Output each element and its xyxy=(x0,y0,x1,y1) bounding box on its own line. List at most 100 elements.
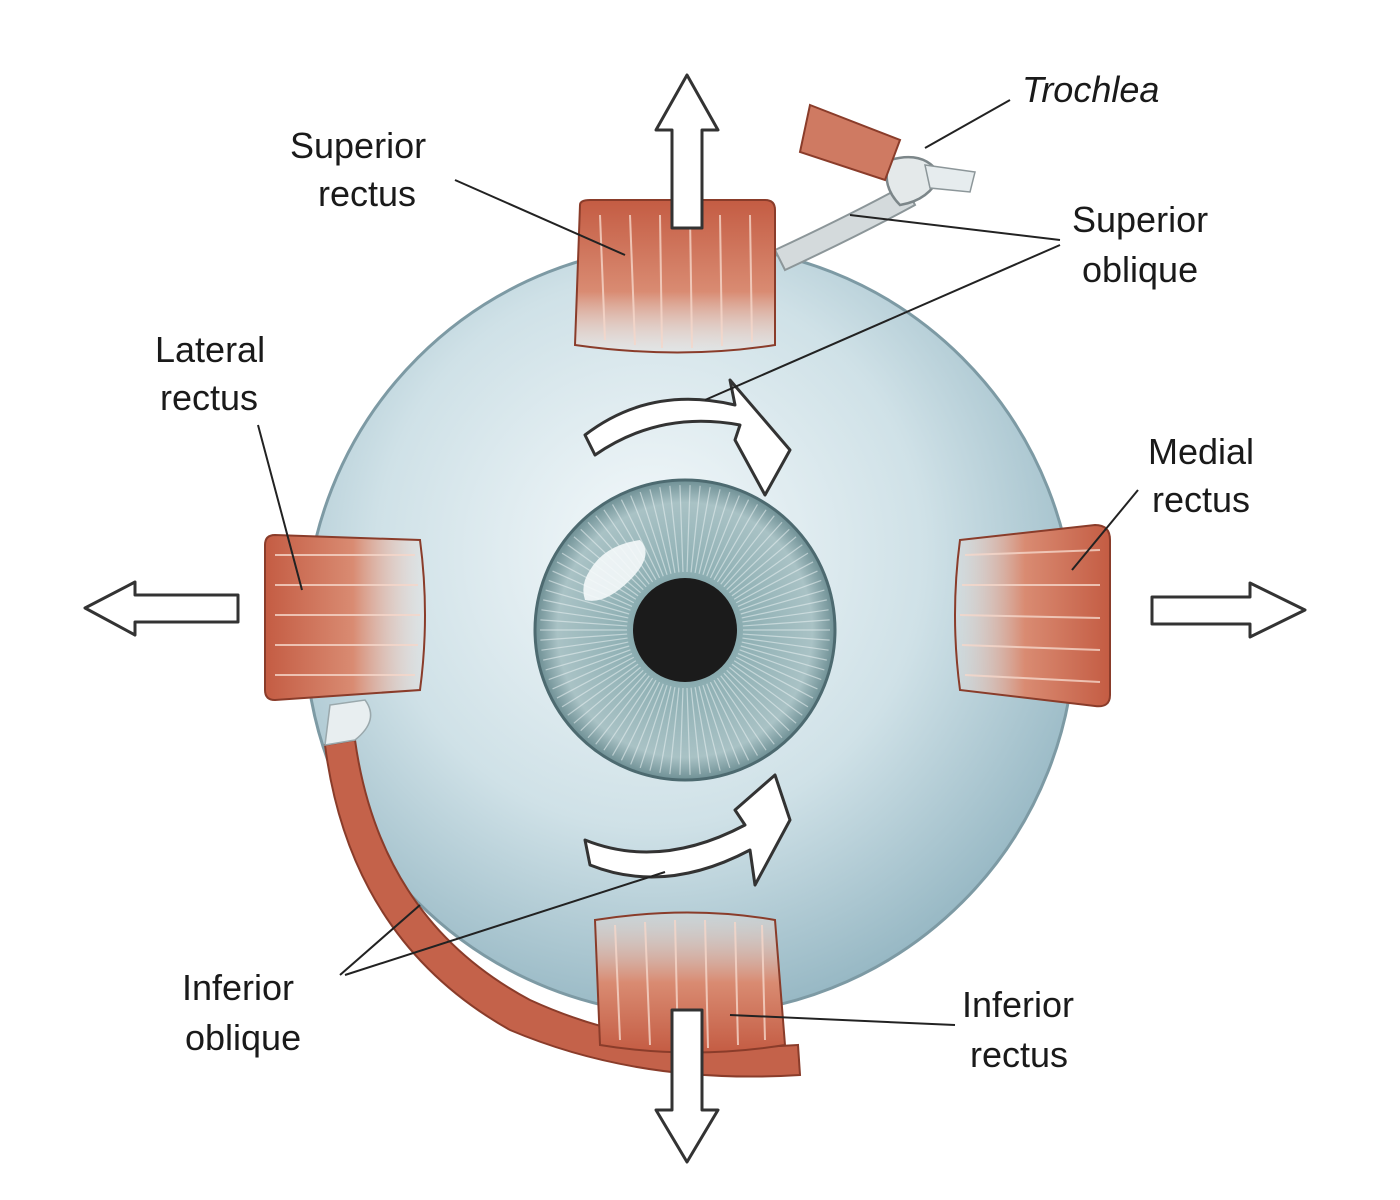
label-trochlea: Trochlea xyxy=(1022,69,1159,110)
iris-ray xyxy=(686,687,691,775)
iris-ray xyxy=(729,536,797,594)
iris-ray xyxy=(741,599,827,619)
iris-ray xyxy=(543,599,629,619)
iris-ray xyxy=(731,544,803,597)
iris-ray xyxy=(639,684,668,769)
iris-ray xyxy=(741,641,827,661)
iris-ray xyxy=(720,515,775,585)
label-superior-oblique-line2: oblique xyxy=(1082,249,1198,290)
inferior-oblique-rotation-arrow xyxy=(583,773,792,887)
iris-ray xyxy=(742,637,829,651)
trochlea-ligament xyxy=(924,164,976,193)
iris-ray xyxy=(595,675,650,745)
left-arrow xyxy=(83,580,240,637)
leader-trochlea xyxy=(924,99,1011,149)
iris-ray xyxy=(713,504,759,581)
iris-ray xyxy=(720,675,775,745)
label-inferior-rectus-line2: rectus xyxy=(970,1034,1068,1075)
iris-ray xyxy=(690,687,701,775)
iris-ray xyxy=(702,491,731,576)
leader-inferior-rectus xyxy=(729,1014,956,1026)
up-arrow xyxy=(654,73,720,230)
iris-ray xyxy=(739,579,822,611)
iris-ray xyxy=(739,649,822,681)
iris-ray xyxy=(545,645,630,671)
iris-ray xyxy=(552,653,633,690)
iris-ray xyxy=(620,499,661,579)
iris-ray xyxy=(726,528,790,591)
leader-superior-rectus xyxy=(454,179,626,256)
iris-ray xyxy=(742,633,830,641)
iris-ray xyxy=(630,683,664,765)
superior-rectus-fibers xyxy=(599,214,753,349)
leader-inferior-oblique-arrow xyxy=(344,871,666,976)
leader-medial-rectus xyxy=(1071,489,1139,571)
iris-ray xyxy=(669,485,680,573)
iris-ray xyxy=(603,677,654,751)
label-inferior-oblique-line1: Inferior xyxy=(182,967,294,1008)
inferior-oblique-muscle xyxy=(323,738,802,1078)
iris-ray xyxy=(702,684,731,769)
iris-ray xyxy=(630,495,664,577)
iris-ray xyxy=(733,552,809,600)
iris-ray xyxy=(541,637,628,651)
label-lateral-rectus-line1: Lateral xyxy=(155,329,265,370)
label-lateral-rectus-line2: rectus xyxy=(160,377,258,418)
iris-ray xyxy=(690,485,701,573)
iris-ray xyxy=(740,645,825,671)
iris-ray xyxy=(639,491,668,576)
iris-ray xyxy=(659,487,676,573)
leader-lateral-rectus xyxy=(257,424,303,591)
iris-ray xyxy=(545,589,630,615)
label-superior-oblique-line1: Superior xyxy=(1072,199,1208,240)
label-medial-rectus-line2: rectus xyxy=(1152,479,1250,520)
label-superior-rectus-line2: rectus xyxy=(318,173,416,214)
iris-ray xyxy=(716,677,767,751)
superior-oblique-tendon xyxy=(773,183,917,272)
iris-ray xyxy=(686,485,691,573)
pupil xyxy=(633,578,737,682)
iris-ray xyxy=(740,589,825,615)
iris-ray xyxy=(723,521,783,588)
iris-ray xyxy=(659,687,676,773)
superior-rectus-muscle xyxy=(573,199,776,354)
iris-ray xyxy=(679,485,684,573)
leader-superior-oblique-arrow xyxy=(704,244,1061,401)
superior-oblique-muscle-belly xyxy=(798,103,902,182)
iris-ray xyxy=(548,649,631,681)
iris-ray xyxy=(540,619,628,627)
iris-ray xyxy=(706,683,740,765)
iris-ray xyxy=(543,641,629,661)
iris-ray xyxy=(620,681,661,761)
lateral-rectus-muscle xyxy=(264,533,426,702)
iris-ray xyxy=(698,686,721,771)
iris-ray xyxy=(567,663,639,716)
iris-ray xyxy=(649,489,672,574)
label-inferior-rectus-line1: Inferior xyxy=(962,984,1074,1025)
iris-ray xyxy=(694,687,711,773)
iris-ray xyxy=(742,609,829,623)
label-medial-rectus-line1: Medial xyxy=(1148,431,1254,472)
lateral-rectus-fibers xyxy=(275,554,420,676)
iris-ray xyxy=(580,669,644,732)
label-inferior-oblique-line2: oblique xyxy=(185,1017,301,1058)
leader-inferior-oblique-muscle xyxy=(339,904,421,976)
iris-ray xyxy=(716,509,767,583)
iris-ray xyxy=(540,633,628,641)
corneal-highlight xyxy=(583,540,646,601)
iris-ray xyxy=(706,495,740,577)
iris-ray xyxy=(698,489,721,574)
superior-oblique-rotation-arrow xyxy=(583,378,792,497)
iris-ray xyxy=(723,672,783,739)
iris-ray xyxy=(541,609,628,623)
iris-ray xyxy=(733,660,809,708)
iris-ray xyxy=(679,687,684,775)
iris-ray xyxy=(726,669,790,732)
down-arrow xyxy=(654,1008,720,1164)
iris-ray xyxy=(694,487,711,573)
iris-ray xyxy=(729,666,797,724)
iris-ray xyxy=(573,666,641,724)
iris-ray xyxy=(587,672,647,739)
label-superior-rectus-line1: Superior xyxy=(290,125,426,166)
